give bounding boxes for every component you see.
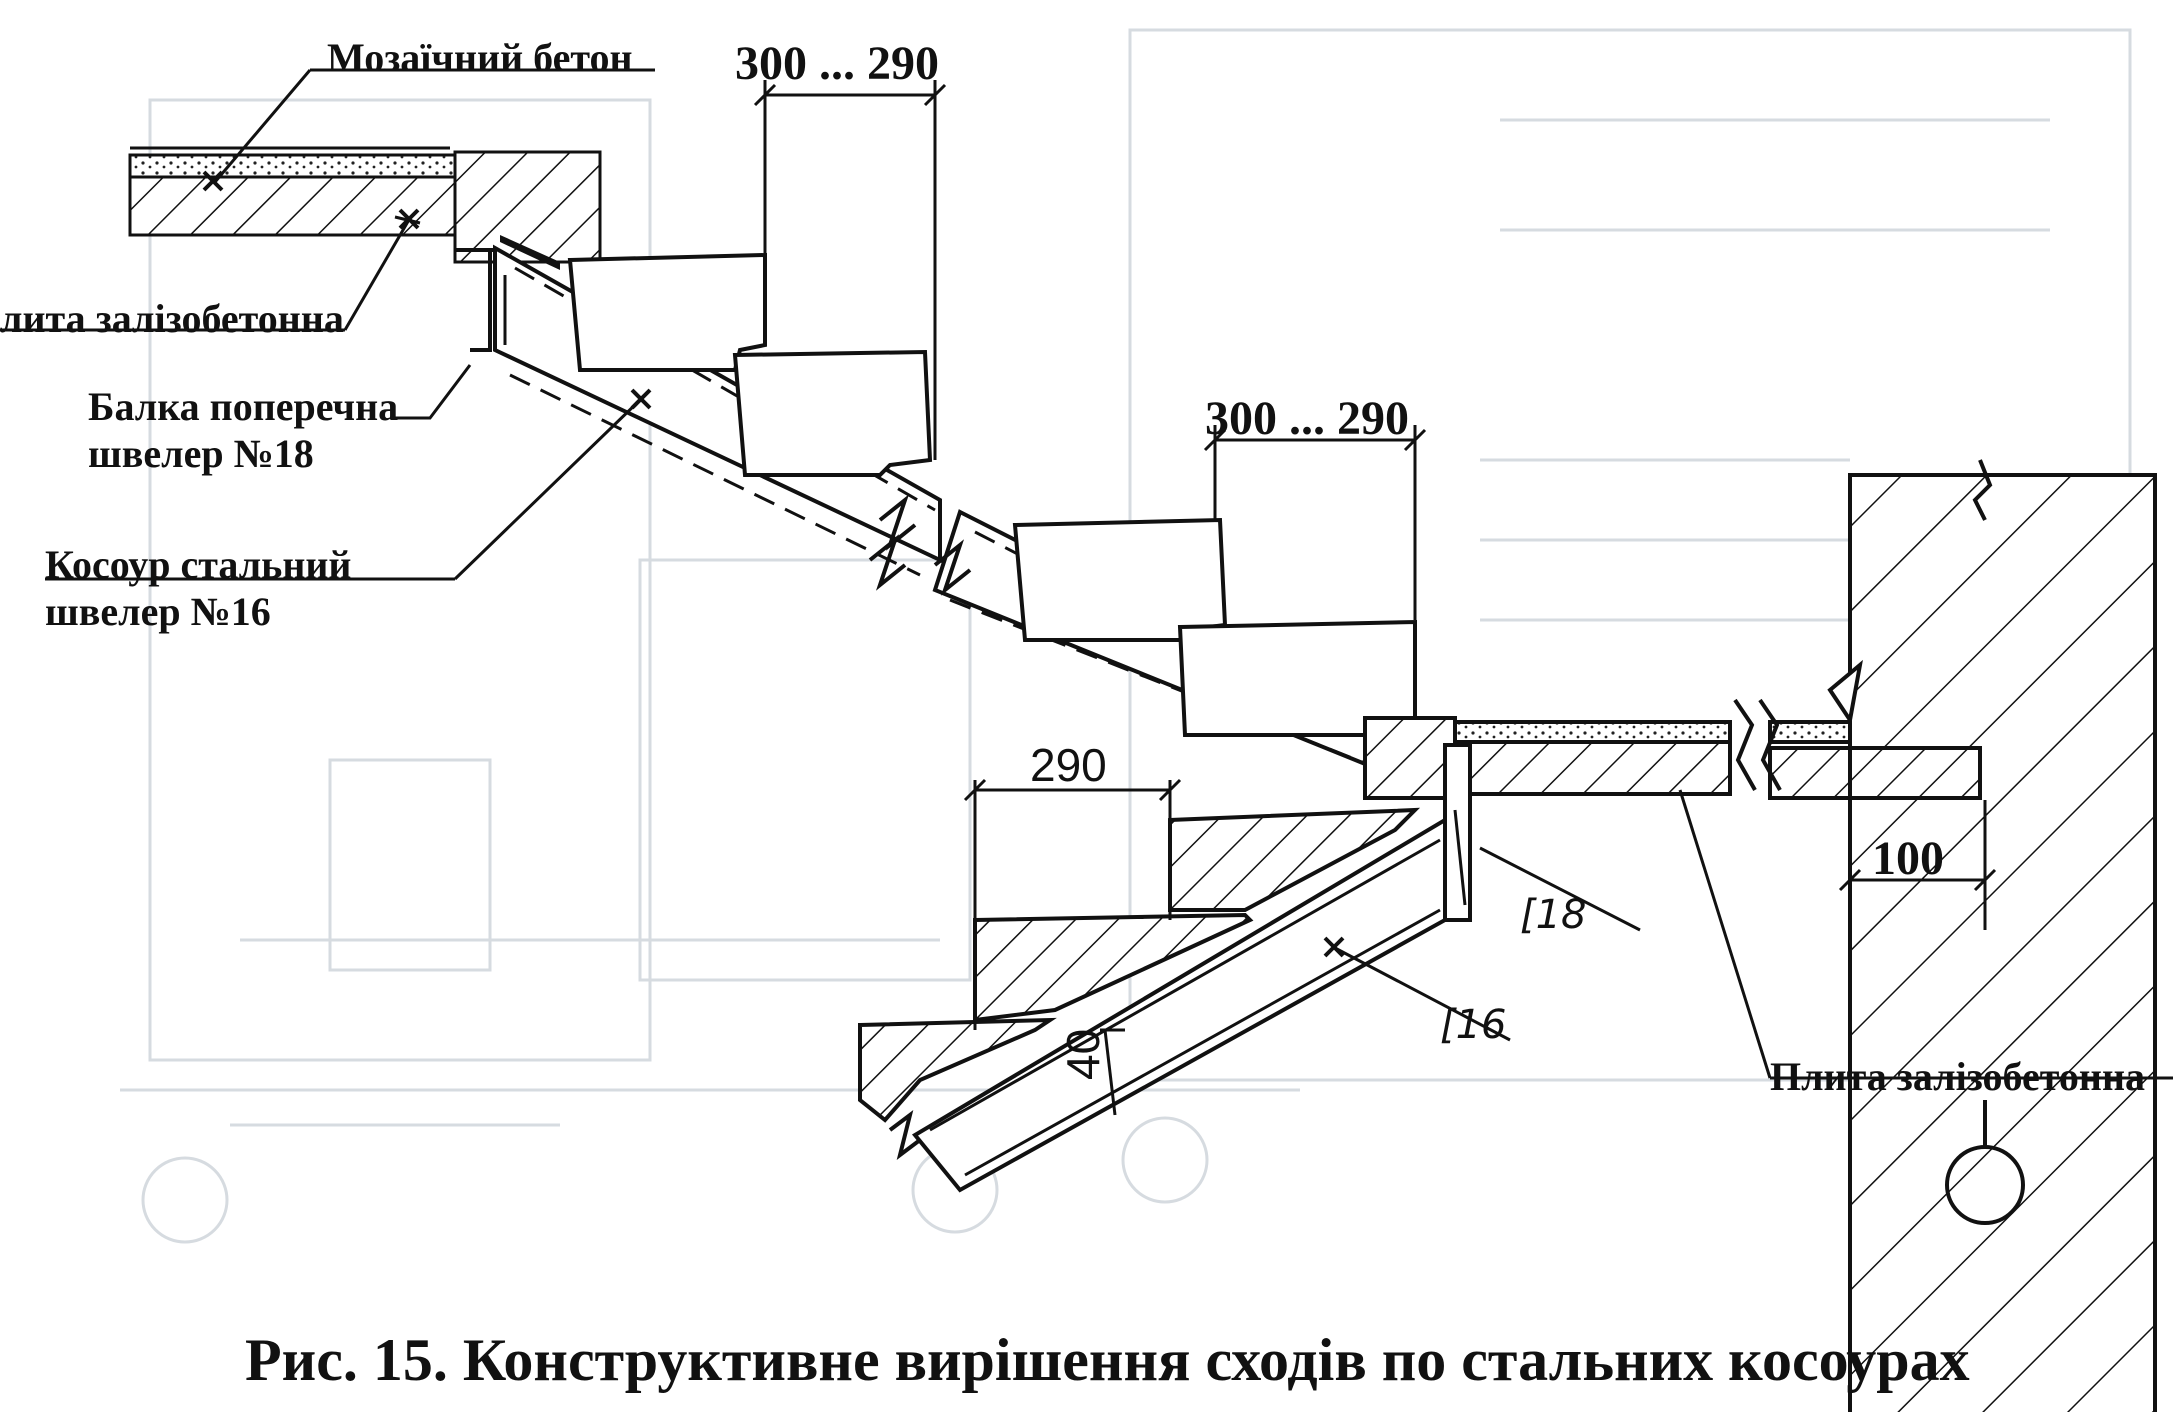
upper-steps bbox=[567, 252, 1417, 737]
upper-landing bbox=[128, 146, 602, 270]
label-c18: [18 bbox=[1520, 892, 1587, 938]
lower-stringer bbox=[888, 816, 1447, 1193]
right-wall bbox=[1827, 459, 2157, 1412]
label-slab-bottom: Плита залізобетонна bbox=[1770, 1054, 2145, 1099]
dimension-40 bbox=[1100, 1028, 1125, 1116]
label-steel-stringer: Косоур стальний bbox=[45, 542, 352, 587]
middle-landing bbox=[1363, 716, 1982, 922]
slab-break-marks bbox=[1733, 698, 1782, 791]
dimension-top-left: 300 ... 290 bbox=[735, 37, 939, 90]
figure-caption: Рис. 15. Конструктивне вирішення сходів … bbox=[245, 1327, 1970, 1393]
dimension-100 bbox=[1838, 800, 1997, 930]
ghost-drawing bbox=[120, 28, 2132, 1244]
top-dimension-lines bbox=[753, 80, 1427, 620]
dimension-top-middle: 300 ... 290 bbox=[1205, 392, 1409, 445]
dimension-stringer-depth: 40 bbox=[1057, 1028, 1109, 1080]
break-marks bbox=[868, 494, 972, 596]
label-slab-top: лита залізобетонна bbox=[0, 296, 344, 341]
label-channel-18: швелер №18 bbox=[88, 431, 314, 476]
label-c16: [16 bbox=[1440, 1002, 1507, 1048]
label-channel-16: швелер №16 bbox=[45, 589, 271, 634]
dimension-lower-tread: 290 bbox=[1030, 739, 1107, 791]
cross-marks bbox=[202, 170, 1345, 958]
leader-lines bbox=[0, 68, 2173, 1080]
label-mosaic-concrete: Мозаїчний бетон bbox=[327, 35, 633, 80]
dimension-290 bbox=[963, 778, 1182, 1030]
dimension-wall-offset: 100 bbox=[1872, 832, 1944, 885]
label-cross-beam: Балка поперечна bbox=[88, 384, 399, 429]
lower-steps bbox=[858, 807, 1421, 1123]
